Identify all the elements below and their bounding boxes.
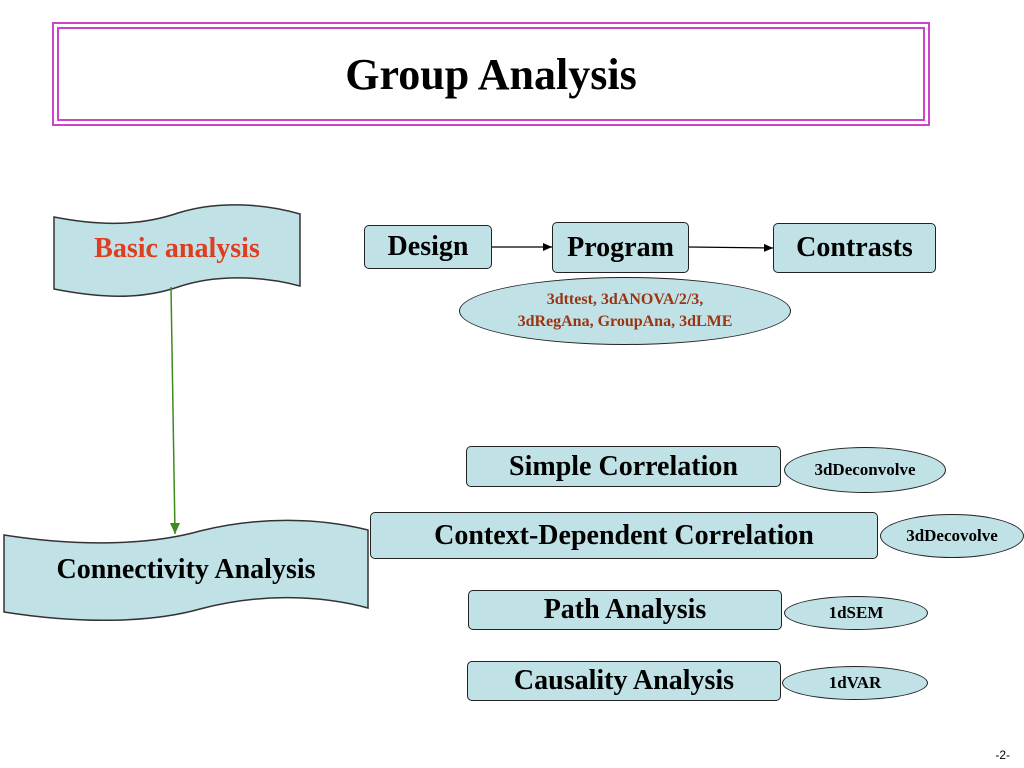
basic-to-connectivity-arrow (170, 286, 176, 535)
basic-analysis-label: Basic analysis (94, 233, 260, 264)
simple-correlation-label: Simple Correlation (509, 450, 738, 482)
context-dependent-program: 3dDecovolve (906, 526, 998, 545)
page-title: Group Analysis (345, 49, 637, 99)
contrasts-box: Contrasts (773, 223, 936, 273)
program-box: Program (552, 222, 689, 273)
causality-analysis-program-ellipse: 1dVAR (782, 666, 928, 700)
programs-ellipse: 3dttest, 3dANOVA/2/3, 3dRegAna, GroupAna… (459, 277, 791, 345)
path-analysis-program-ellipse: 1dSEM (784, 596, 928, 630)
connectivity-analysis-banner-shape (3, 519, 369, 622)
causality-analysis-label: Causality Analysis (513, 665, 735, 696)
path-analysis-label: Path Analysis (543, 594, 707, 625)
context-dependent-correlation-box: Context-Dependent Correlation (370, 512, 878, 559)
causality-analysis-box: Causality Analysis (467, 661, 781, 701)
programs-line-1: 3dttest, 3dANOVA/2/3, (546, 291, 704, 309)
contrasts-label: Contrasts (796, 232, 913, 263)
simple-correlation-box: Simple Correlation (466, 446, 781, 487)
path-analysis-program: 1dSEM (828, 603, 884, 622)
design-label: Design (387, 231, 469, 262)
context-dependent-correlation-label: Context-Dependent Correlation (434, 519, 814, 551)
title-frame: Group Analysis (52, 22, 930, 126)
path-analysis-box: Path Analysis (468, 590, 782, 630)
basic-analysis-banner-shape (53, 204, 301, 297)
program-label: Program (567, 231, 674, 263)
simple-correlation-program: 3dDeconvolve (814, 460, 916, 479)
programs-line-2: 3dRegAna, GroupAna, 3dLME (517, 313, 733, 330)
connectivity-analysis-label: Connectivity Analysis (56, 554, 316, 585)
design-box: Design (364, 225, 492, 269)
context-dependent-program-ellipse: 3dDecovolve (880, 514, 1024, 558)
program-to-contrasts-arrow (688, 243, 774, 252)
causality-analysis-program: 1dVAR (828, 673, 882, 692)
slide-number: -2- (995, 748, 1010, 762)
title-inner-frame: Group Analysis (57, 27, 925, 121)
simple-correlation-program-ellipse: 3dDeconvolve (784, 447, 946, 493)
basic-to-connectivity-arrowhead (170, 523, 180, 534)
